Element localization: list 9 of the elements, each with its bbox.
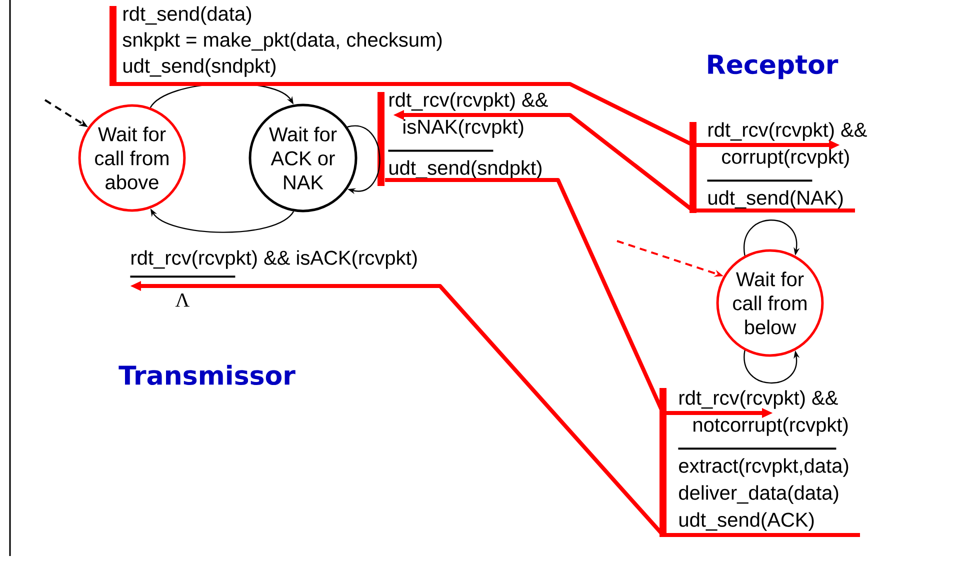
section-label: Transmissor (118, 364, 296, 386)
transition-label: rdt_send(data) snkpkt = make_pkt(data, checksum) udt_send(sndpkt) (110, 6, 442, 86)
transition-label: rdt_rcv(rcvpkt) && corrupt(rcvpkt) udt_send(NAK) (690, 122, 867, 213)
transition-label: rdt_rcv(rcvpkt) && isACK(rcvpkt) Λ (130, 250, 417, 307)
section-label: Receptor (708, 54, 838, 80)
self-loop-arrow (347, 125, 380, 194)
transition-label: rdt_rcv(rcvpkt) && isNAK(rcvpkt) udt_send(sndpkt) (378, 92, 548, 186)
transition-label: rdt_rcv(rcvpkt) && notcorrupt(rcvpkt) extract(rcvpkt,data) deliver_data(data) udt_send(ACK) (660, 388, 848, 537)
self-loop-arrow (744, 220, 800, 256)
